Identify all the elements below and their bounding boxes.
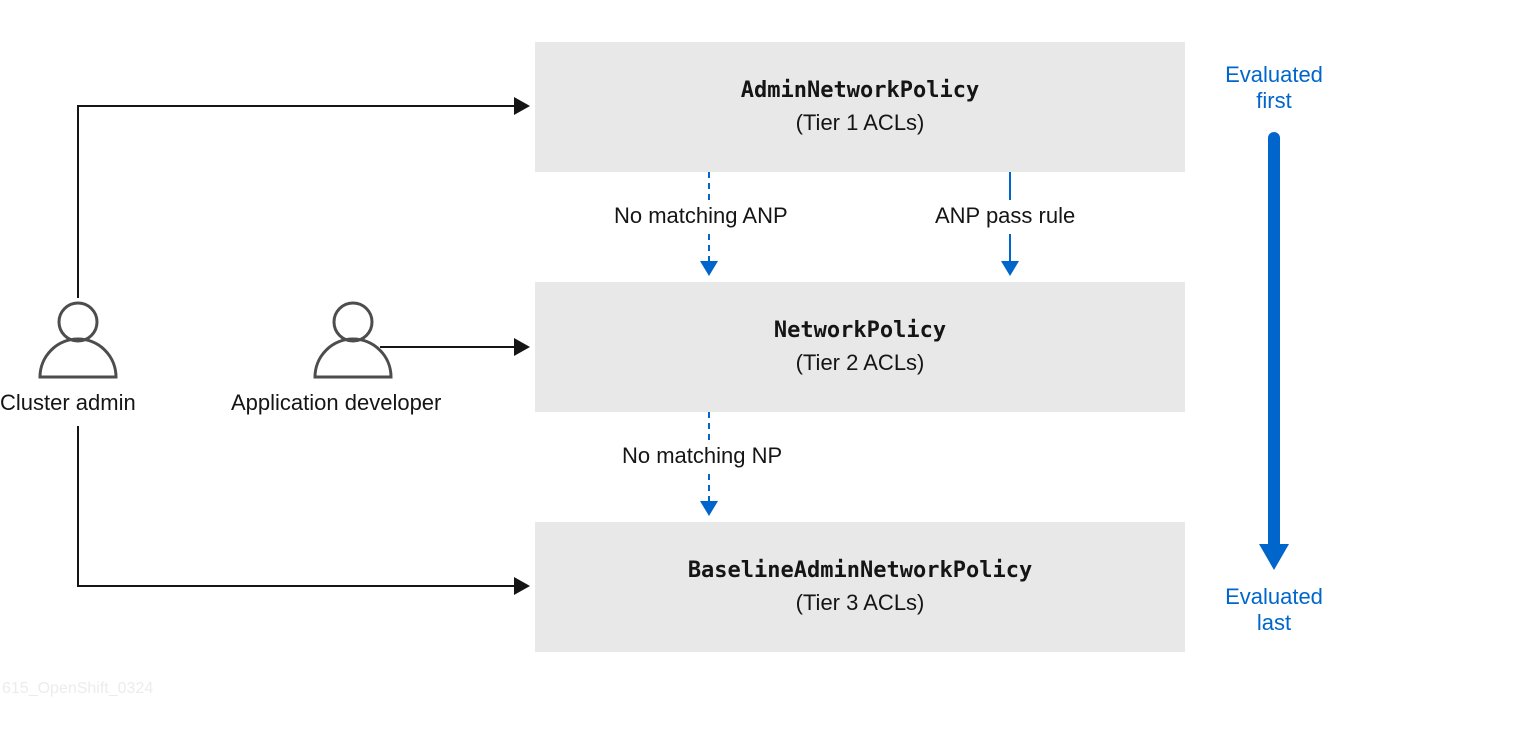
app-developer-label: Application developer [231, 390, 442, 415]
evaluated-last-label: Evaluated last [1194, 584, 1354, 636]
cluster-admin-label: Cluster admin [0, 390, 136, 415]
anp-pass-rule-arrowhead [1001, 261, 1019, 276]
admin-to-banp-arrowhead [514, 577, 530, 595]
tier1-policy-name: AdminNetworkPolicy [740, 78, 980, 103]
admin-network-policy-box: AdminNetworkPolicy (Tier 1 ACLs) [535, 42, 1185, 172]
evaluated-first-line1: Evaluated [1225, 62, 1323, 87]
tier2-policy-name: NetworkPolicy [773, 318, 947, 343]
tier3-label: (Tier 3 ACLs) [795, 590, 925, 615]
evaluated-first-label: Evaluated first [1194, 62, 1354, 114]
app-developer-icon [313, 301, 393, 379]
network-policy-box: NetworkPolicy (Tier 2 ACLs) [535, 282, 1185, 412]
no-matching-np-arrowhead [700, 501, 718, 516]
developer-to-np-arrowhead [514, 338, 530, 356]
no-matching-np-label: No matching NP [622, 443, 783, 468]
evaluated-last-line1: Evaluated [1225, 584, 1323, 609]
no-matching-anp-label: No matching ANP [614, 203, 788, 228]
no-matching-anp-arrowhead [700, 261, 718, 276]
evaluated-last-line2: last [1256, 610, 1292, 635]
evaluated-first-line2: first [1256, 88, 1292, 113]
tier2-label: (Tier 2 ACLs) [795, 350, 925, 375]
image-code: 615_OpenShift_0324 [2, 680, 154, 697]
tier3-policy-name: BaselineAdminNetworkPolicy [687, 558, 1033, 583]
anp-pass-rule-label: ANP pass rule [935, 203, 1076, 228]
cluster-admin-icon [38, 301, 118, 379]
baseline-admin-network-policy-box: BaselineAdminNetworkPolicy (Tier 3 ACLs) [535, 522, 1185, 652]
admin-to-anp-connector [77, 105, 514, 298]
admin-to-anp-arrowhead [514, 97, 530, 115]
tier1-label: (Tier 1 ACLs) [795, 110, 925, 135]
admin-to-banp-connector [77, 426, 514, 587]
evaluation-order-arrowhead [1259, 544, 1289, 570]
